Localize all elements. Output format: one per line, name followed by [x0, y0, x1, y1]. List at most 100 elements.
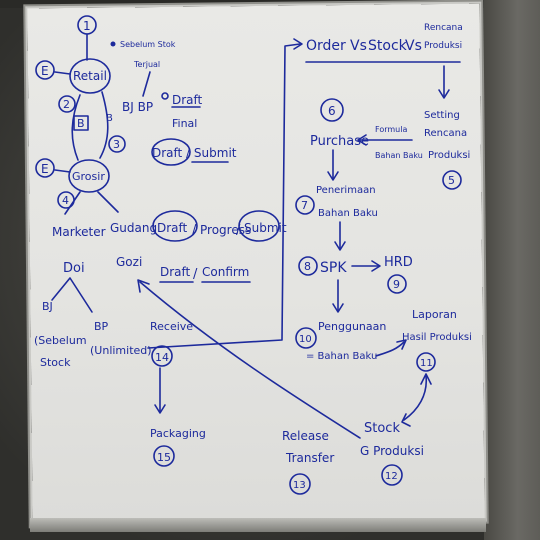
node-15-circle — [153, 445, 175, 467]
progress-draft-circle — [152, 210, 198, 242]
left-arrow-top — [54, 71, 71, 75]
gozi-label: Gozi — [116, 255, 142, 269]
setting-line2: Rencana — [424, 128, 467, 139]
progress-submit-circle — [238, 210, 280, 242]
node-2-circle — [58, 95, 76, 113]
progress-slash-2: / — [236, 223, 241, 238]
node-15-number: 15 — [157, 451, 171, 464]
packaging-label: Packaging — [150, 427, 206, 440]
boxed-b: B — [77, 117, 85, 130]
draft-label: Draft — [172, 93, 203, 107]
node-3-number: 3 — [113, 138, 120, 151]
grosir-to-gudang — [97, 191, 119, 213]
penggunaan-to-laporan — [375, 341, 405, 357]
draft-submit-circle — [151, 138, 191, 166]
confirm-slash: / — [193, 267, 198, 282]
gudang-label: Gudang — [110, 221, 157, 235]
doi-label: Doi — [63, 261, 85, 276]
header-vs1: Vs — [350, 38, 367, 54]
node-7-circle — [295, 195, 315, 215]
node-14-number: 14 — [155, 351, 169, 364]
setting-arrowhead — [438, 89, 450, 99]
penggunaan-arrowhead — [332, 303, 344, 313]
node-3-circle — [108, 135, 126, 153]
setting-line1: Setting — [424, 110, 460, 121]
hrd-label: HRD — [384, 255, 413, 270]
node-8-number: 8 — [304, 260, 311, 273]
node-11-number: 11 — [420, 358, 433, 369]
receive-label: Receive — [150, 320, 193, 333]
receive-to-order-connector — [147, 43, 301, 349]
formula-line2: Bahan Baku — [375, 151, 423, 160]
wall-top-edge — [0, 0, 540, 8]
penerimaan-line2: Bahan Baku — [318, 208, 378, 219]
node-10-number: 10 — [299, 334, 312, 345]
header-vs2: Vs — [405, 38, 422, 54]
node-12-number: 12 — [385, 471, 398, 482]
left-e-top-circle — [35, 60, 55, 80]
draft-bullet — [161, 92, 169, 100]
confirm-draft: Draft — [160, 265, 191, 279]
unlimited-label: (Unlimited) — [90, 344, 152, 357]
node-9-number: 9 — [393, 278, 400, 291]
left-e-mid: E — [41, 162, 49, 176]
wall-right-side — [484, 0, 540, 540]
progress-submit: Submit — [244, 221, 287, 235]
retail-to-grosir-right — [99, 91, 109, 159]
penggunaan-line1: Penggunaan — [318, 320, 386, 333]
node-1-number: 1 — [83, 19, 91, 33]
laporan-line1: Laporan — [412, 308, 457, 321]
node-6-number: 6 — [328, 104, 336, 118]
draft-submit-label: Draft / Submit — [152, 146, 237, 160]
purchase-arrowhead — [357, 134, 367, 146]
release-line1: Release — [282, 429, 329, 443]
sebelum-stok-line1: Sebelum Stok — [120, 40, 176, 49]
setting-line3: Produksi — [428, 150, 470, 161]
connector-arrowhead — [293, 38, 303, 50]
bullet-dot — [110, 41, 116, 47]
marker-tray — [30, 518, 486, 532]
packaging-arrowhead — [154, 404, 166, 414]
doi-branch — [51, 277, 93, 313]
retail-label: Retail — [73, 69, 107, 83]
node-4-number: 4 — [62, 194, 69, 207]
grosir-label: Grosir — [72, 170, 105, 183]
node-14-circle — [151, 345, 173, 367]
purchase-label: Purchase — [310, 134, 369, 149]
bj-label: BJ — [42, 300, 53, 313]
stock-to-gudang-arrow — [139, 281, 361, 439]
grosir-circle — [68, 159, 110, 193]
laporan-arrowhead — [396, 339, 407, 350]
progress-draft: Draft — [157, 221, 188, 235]
header-produksi: Produksi — [424, 41, 462, 51]
retail-circle — [69, 58, 111, 94]
header-order: Order — [306, 38, 346, 54]
marketer-label: Marketer — [52, 225, 106, 239]
node-8-circle — [298, 256, 318, 276]
progress-slash-1: / — [192, 223, 197, 238]
left-e-top: E — [41, 64, 49, 78]
node-10-circle — [295, 327, 317, 349]
node-13-number: 13 — [293, 480, 306, 491]
penggunaan-line2: = Bahan Baku — [306, 351, 377, 362]
node-7-number: 7 — [301, 199, 308, 212]
penerimaan-line1: Penerimaan — [316, 185, 376, 196]
node-13-circle — [289, 473, 311, 495]
side-b: B — [106, 113, 113, 124]
penerimaan-arrowhead — [327, 171, 339, 181]
retail-to-grosir-left — [71, 94, 81, 161]
stock-line2: G Produksi — [360, 444, 424, 458]
left-e-mid-circle — [35, 158, 55, 178]
sebelum-stok-line2: Terjual — [133, 60, 160, 69]
bp-label: BP — [94, 320, 109, 333]
bj-bp-label: BJ BP — [122, 100, 153, 114]
formula-line1: Formula — [375, 125, 407, 134]
stock-arrowhead-2 — [420, 373, 432, 385]
stock-arrowhead-1 — [401, 413, 411, 427]
grosir-to-marketer — [64, 191, 81, 215]
final-label: Final — [172, 117, 197, 130]
node-5-circle — [442, 170, 462, 190]
hrd-arrowhead — [371, 260, 381, 272]
release-line2: Transfer — [285, 451, 334, 465]
